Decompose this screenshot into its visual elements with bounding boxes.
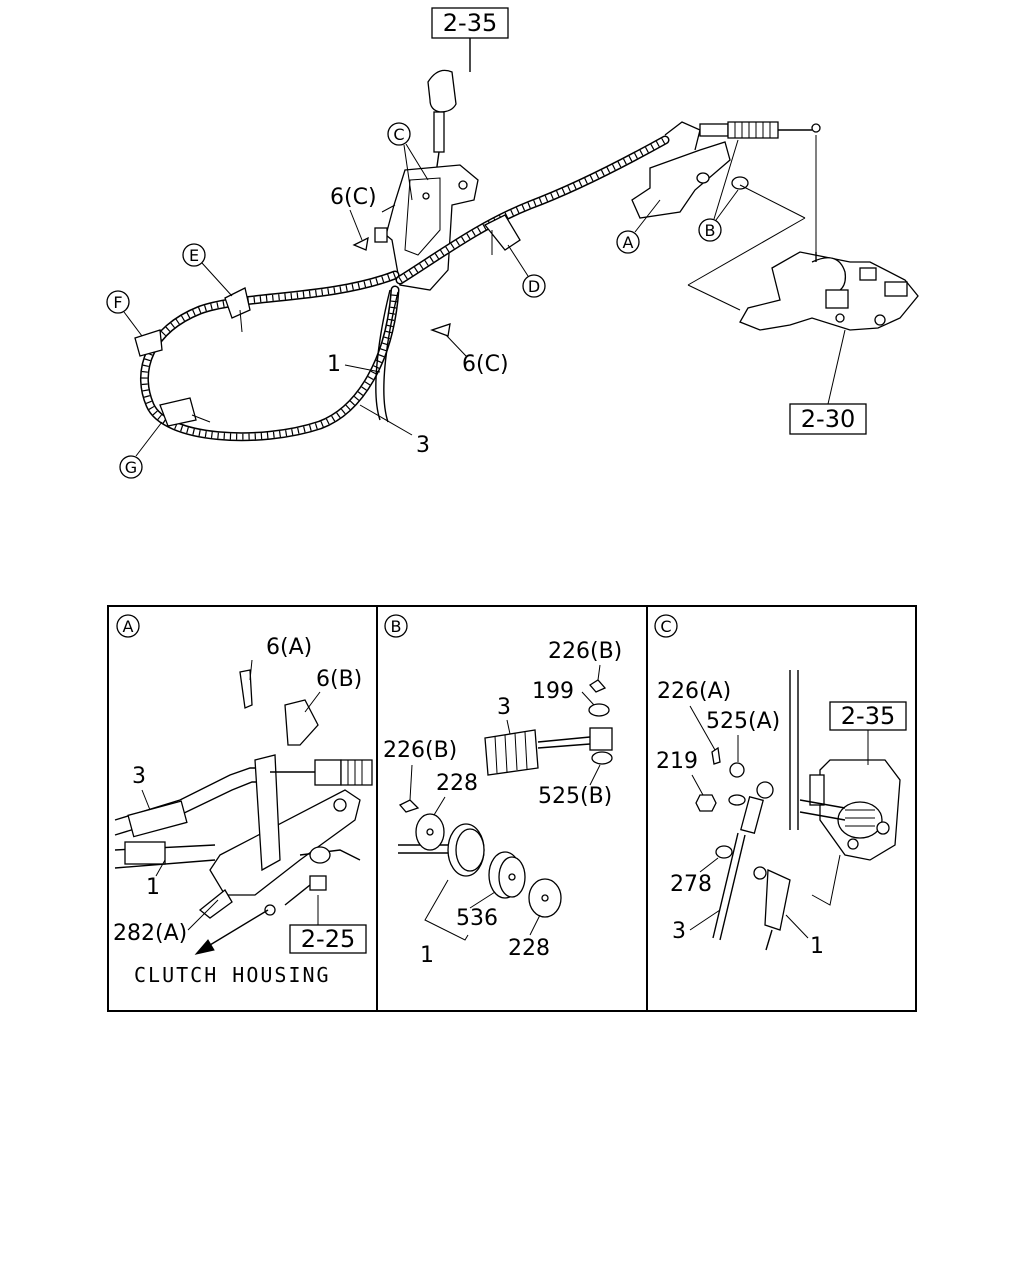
svg-text:B: B <box>705 221 716 240</box>
label-6c-upper: 6(C) <box>330 185 377 210</box>
callout-f-overview[interactable]: F <box>106 290 143 337</box>
label-226b-top: 226(B) <box>548 639 622 664</box>
ref-box-2-35-top[interactable]: 2-35 <box>431 7 509 39</box>
ref-box-2-30[interactable]: 2-30 <box>789 403 867 435</box>
svg-text:2-30: 2-30 <box>801 405 855 433</box>
label-3-detail-b: 3 <box>497 695 511 720</box>
label-6c-lower: 6(C) <box>462 352 509 377</box>
pin-226b-left <box>398 799 420 813</box>
detail-a: A 6(A) 6(B) <box>113 614 373 987</box>
overview-assembly: 2-35 C 6(C) <box>106 7 919 479</box>
cable-boot-b <box>484 727 613 776</box>
bracket-d <box>483 214 521 255</box>
shift-tower <box>374 164 479 291</box>
nut-219 <box>695 794 717 812</box>
label-228-top: 228 <box>436 771 478 796</box>
cable-end-bracket <box>631 121 821 219</box>
svg-text:E: E <box>189 246 199 265</box>
callout-a-overview[interactable]: A <box>616 199 661 254</box>
svg-text:A: A <box>623 233 634 252</box>
callout-d-overview[interactable]: D <box>507 244 546 298</box>
label-525b: 525(B) <box>538 784 612 809</box>
detail-frame <box>107 605 917 1012</box>
svg-text:B: B <box>391 617 402 636</box>
svg-text:2-35: 2-35 <box>841 702 895 730</box>
clip-6b <box>284 699 319 746</box>
bracket-g <box>159 397 211 427</box>
clutch-housing-arrow <box>194 909 269 955</box>
clutch-housing-caption: CLUTCH HOUSING <box>134 963 331 987</box>
label-6a: 6(A) <box>266 635 312 660</box>
svg-text:C: C <box>393 125 404 144</box>
bolt-282a <box>284 875 327 906</box>
label-228-bottom: 228 <box>508 936 550 961</box>
label-226a: 226(A) <box>657 679 731 704</box>
label-226b-left: 226(B) <box>383 738 457 763</box>
svg-text:D: D <box>528 277 540 296</box>
svg-text:C: C <box>660 617 671 636</box>
washer-525b <box>591 751 613 765</box>
label-278: 278 <box>670 872 712 897</box>
ref-box-2-25[interactable]: 2-25 <box>289 924 367 954</box>
callout-e-overview[interactable]: E <box>182 243 233 297</box>
label-219: 219 <box>656 749 698 774</box>
detail-a-tag: A <box>116 614 140 638</box>
washer-278 <box>715 845 733 859</box>
callout-c-overview[interactable]: C <box>387 122 429 201</box>
detail-c-tag: C <box>654 614 678 638</box>
detail-b-tag: B <box>384 614 408 638</box>
svg-text:G: G <box>125 458 137 477</box>
svg-text:F: F <box>113 293 122 312</box>
washer-525a <box>729 762 745 778</box>
detail-b: B 226(B) 199 3 525(B) 226(B) 228 <box>383 614 622 968</box>
pin-226b-top <box>589 679 607 693</box>
cable-1 <box>375 135 670 423</box>
label-536: 536 <box>456 906 498 931</box>
label-199: 199 <box>532 679 574 704</box>
label-1-overview: 1 <box>327 352 341 377</box>
shift-housing-c <box>799 759 901 906</box>
clip-6a <box>239 659 253 709</box>
label-3-overview: 3 <box>416 433 430 458</box>
label-282a: 282(A) <box>113 921 187 946</box>
pin-226a <box>711 746 721 765</box>
label-1-detail-b: 1 <box>420 943 434 968</box>
label-1-detail-a: 1 <box>146 875 160 900</box>
svg-text:2-35: 2-35 <box>443 9 497 37</box>
cable-3 <box>139 270 400 442</box>
label-1-detail-c: 1 <box>810 934 824 959</box>
svg-text:2-25: 2-25 <box>301 925 355 953</box>
callout-g-overview[interactable]: G <box>119 421 163 479</box>
label-525a: 525(A) <box>706 709 780 734</box>
bracket-e <box>224 287 251 333</box>
callout-b-overview[interactable]: B <box>698 139 739 242</box>
washer-199 <box>588 703 610 717</box>
ref-box-2-35-detail[interactable]: 2-35 <box>829 701 907 731</box>
bushing-assembly <box>398 813 562 918</box>
label-3-detail-a: 3 <box>132 764 146 789</box>
label-3-detail-c: 3 <box>672 919 686 944</box>
svg-text:A: A <box>123 617 134 636</box>
detail-c: C 2-35 226(A) <box>654 614 907 959</box>
label-6b: 6(B) <box>316 667 362 692</box>
clip-6c-lower <box>430 323 451 337</box>
transmission-housing <box>739 251 919 331</box>
bracket-f <box>134 329 163 357</box>
